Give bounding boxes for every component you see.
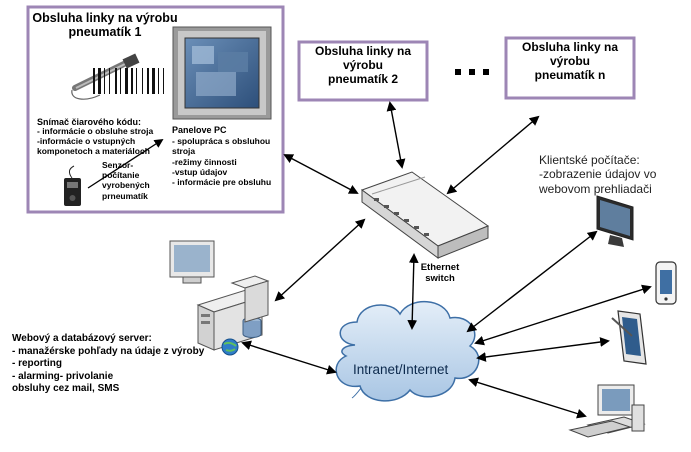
desktop-icon (568, 384, 646, 438)
arrow-cloud-monitor (466, 230, 598, 333)
arrow-line2-switch (386, 101, 406, 169)
sensor-to-panel-arrow (87, 139, 164, 189)
arrow-line1-switch (283, 154, 359, 194)
arrow-linen-switch (446, 115, 540, 195)
line2-title: Obsluha linky na výrobu pneumatík 2 (314, 44, 412, 86)
clients-label: Klientské počítače: -zobrazenie údajov v… (539, 153, 657, 196)
cloud-label: Intranet/Internet (353, 362, 449, 377)
arrow-cloud-tablet (476, 337, 610, 362)
arrow-switch-cloud (407, 253, 419, 330)
arrow-server-cloud (241, 340, 337, 375)
arrow-cloud-desktop (468, 377, 587, 419)
panel-items: - spolupráca s obsluhou stroja -režimy č… (172, 136, 272, 188)
arrow-cloud-phone (474, 284, 652, 346)
line1-box (26, 5, 285, 214)
ellipsis-squares (455, 69, 489, 75)
line2-box (297, 40, 429, 102)
barcode-items: - informácie o obsluhe stroja -informáci… (37, 126, 154, 156)
connection-arrows (241, 101, 652, 419)
switch-label: Ethernet switch (420, 262, 460, 284)
server-icon (169, 240, 270, 356)
arrow-switch-server (274, 218, 366, 302)
panel-pc-icon (172, 26, 272, 120)
switch-icon (360, 171, 490, 259)
server-label: Webový a databázový server: - manažérske… (12, 333, 205, 394)
line1-title: Obsluha linky na výrobu pneumatík 1 (32, 11, 178, 40)
linen-box (504, 36, 636, 100)
cloud-icon (335, 300, 480, 402)
linen-title: Obsluha linky na výrobu pneumatík n (521, 40, 619, 82)
sensor-text: Senzor- počítanie vyrobených prneumatík (102, 160, 150, 201)
sensor-icon (64, 165, 81, 206)
tablet-icon (611, 310, 647, 365)
barcode-scanner-icon (71, 53, 140, 100)
barcode-icon (93, 68, 164, 94)
phone-icon (655, 261, 677, 305)
barcode-heading: Snímač čiarového kódu: (37, 117, 142, 127)
panel-heading: Panelove PC (172, 125, 227, 135)
monitor-icon (596, 195, 634, 247)
